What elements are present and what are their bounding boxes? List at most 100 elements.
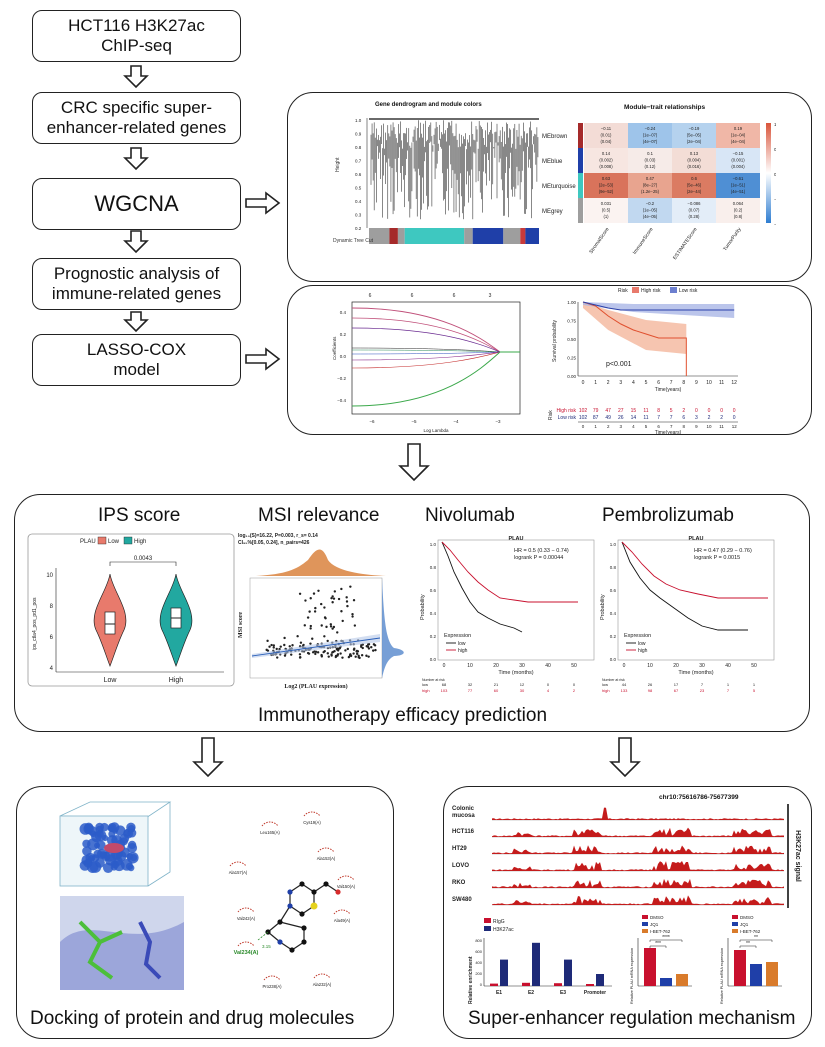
module-label: MEbrown: [542, 134, 567, 140]
msi-point: [331, 627, 334, 630]
msi-stat-line2: CI₉₅%[0.05, 0.24], n_pairs=426: [238, 540, 310, 546]
msi-point: [331, 651, 334, 654]
ips-score-title: IPS score: [98, 505, 181, 526]
heatmap-cell-value: −0.086: [688, 201, 702, 206]
km-table-xtick: 8: [683, 424, 686, 429]
ligand-atom: [287, 903, 293, 909]
lasso-xtick: −5: [411, 419, 417, 424]
dendrogram-ylabel: Height: [335, 157, 341, 172]
km-risk-high-count: 67: [674, 688, 679, 693]
flow-step-lasso-cox: LASSO-COX model: [32, 334, 241, 386]
chip-bar-igg: [586, 984, 594, 986]
km-risk-high-count: 60: [494, 688, 499, 693]
super-enhancer-caption: Super-enhancer regulation mechanism: [468, 1008, 796, 1029]
heatmap-cell-value: (0.004): [687, 158, 701, 163]
km-ytick: 0.4: [430, 611, 437, 616]
km-ytick: 1.00: [567, 300, 576, 305]
heatmap-cell: [716, 148, 760, 173]
lasso-coef-path: [351, 307, 520, 353]
qpcr-sig: ***: [655, 941, 661, 947]
msi-point: [275, 647, 278, 651]
km-ytick: 0.50: [567, 337, 576, 342]
heatmap-cell-value: (0.03): [645, 158, 657, 163]
residue-stick: [138, 921, 162, 980]
lasso-top-tick: 6: [411, 293, 414, 299]
heatmap-cell: [584, 123, 628, 148]
dendrogram-plot: 1.00.90.80.70.60.50.40.30.2 Height Dynam…: [333, 118, 539, 244]
track-label: SW480: [452, 897, 472, 903]
msi-point: [359, 645, 363, 648]
km-legend-high: high: [458, 648, 468, 654]
msi-point: [299, 655, 302, 659]
msi-point: [279, 645, 282, 648]
flow-step-prognostic: Prognostic analysis of immune-related ge…: [32, 258, 241, 310]
km-risk-low-count: 1: [727, 682, 730, 687]
colorbar-tick: 1: [774, 122, 776, 127]
km-risk-low-count: 102: [579, 415, 588, 421]
km-table-xtick: 6: [657, 424, 660, 429]
msi-point: [323, 635, 326, 638]
km-risk-low-count: 26: [618, 415, 624, 421]
msi-point: [309, 627, 312, 630]
ligand-atom: [323, 881, 329, 887]
qpcr-legend-swatch: [642, 915, 648, 919]
heatmap-cell-value: (1e−51): [731, 183, 746, 188]
module-color-segment: [404, 228, 465, 244]
hydrophobic-contact-icon: [337, 875, 355, 881]
heatmap-cell-value: (4e−51): [731, 189, 746, 194]
msi-point: [339, 652, 342, 655]
msi-point: [283, 654, 287, 657]
heatmap-cell-value: −0.2: [646, 201, 655, 206]
km-panel-title: PLAU: [509, 536, 524, 542]
ips-frame: [27, 533, 235, 687]
km-ytick: 0.4: [610, 611, 617, 616]
msi-right-density: [382, 578, 404, 678]
colorbar-tick: −0.5: [774, 197, 776, 202]
qpcr-legend-swatch: [732, 922, 738, 926]
lasso-top-tick: 6: [369, 293, 372, 299]
km-risk-low-label: low: [602, 682, 608, 687]
msi-point: [320, 602, 323, 606]
ligand-atom: [301, 939, 307, 945]
flow-step-chipseq-line1: HCT116 H3K27ac: [68, 15, 205, 35]
module-label: MEturquoise: [542, 184, 576, 190]
ligand-core: [104, 843, 124, 853]
msi-point: [311, 637, 314, 640]
msi-point: [348, 654, 352, 657]
chip-xlabel: E1: [496, 990, 502, 996]
qpcr-legend-label: JQ1: [740, 922, 749, 927]
chip-legend-h3k27ac-swatch: [484, 926, 491, 931]
km-legend-high: High risk: [641, 288, 661, 294]
km-xtick: 5: [645, 380, 648, 386]
km-logrank: logrank P = 0.0015: [694, 555, 740, 561]
heatmap-cell: [672, 148, 716, 173]
heatmap-cell: [628, 173, 672, 198]
ips-xlabel-high: High: [169, 677, 184, 684]
heatmap-cell-value: −0.19: [689, 126, 700, 131]
lasso-ytick: 0.0: [340, 354, 347, 359]
msi-point: [352, 648, 356, 651]
km-legend-low-swatch: [670, 287, 677, 293]
ligand-atom: [311, 889, 317, 895]
heatmap-cell-value: (1.2e−25): [641, 189, 660, 194]
heatmap-cell-value: 0.1: [647, 151, 653, 156]
flow-step-wgcna: WGCNA: [32, 178, 241, 230]
km-table-xtick: 3: [620, 424, 623, 429]
track-label: Colonic: [452, 806, 475, 812]
chip-signal-track: [492, 807, 784, 820]
msi-point: [298, 592, 302, 596]
km-xtick: 6: [657, 380, 660, 386]
heatmap-cell-value: (9e−52): [599, 189, 614, 194]
heatmap-cell-value: (0.5): [602, 208, 611, 213]
heatmap-cell-value: 0.63: [602, 176, 611, 181]
ligand-atom: [299, 881, 305, 887]
msi-point: [270, 643, 273, 647]
km-xlabel: Time(years): [655, 387, 682, 393]
ips-legend-title: PLAU: [80, 539, 96, 545]
km-legend-high-swatch: [632, 287, 639, 293]
heatmap-cell-value: 0.19: [734, 126, 743, 131]
qpcr-legend-label: I-BET-762: [650, 929, 671, 934]
msi-point: [353, 624, 357, 627]
protein-sphere: [126, 822, 136, 832]
lasso-frame: [351, 301, 521, 415]
